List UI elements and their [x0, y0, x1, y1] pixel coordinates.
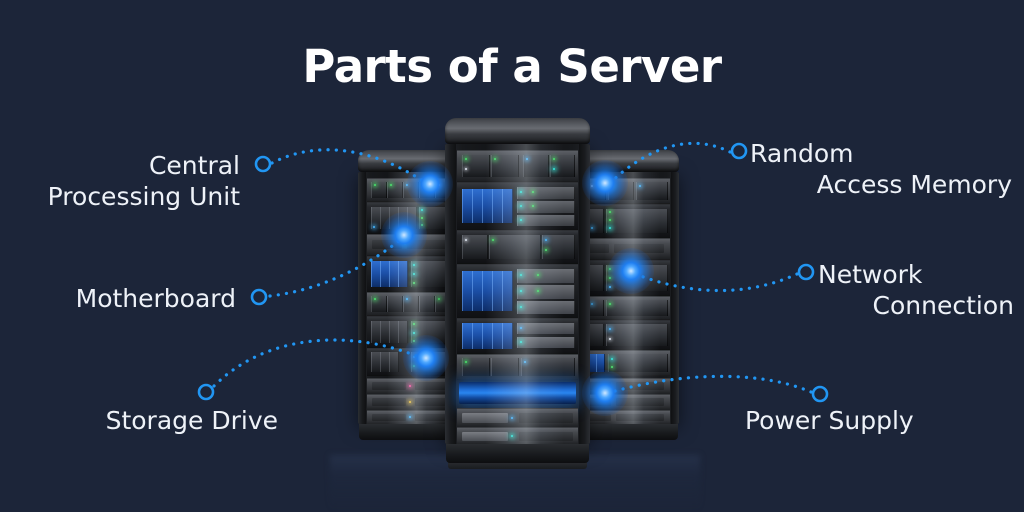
label-ram-line2: Access Memory [816, 170, 1012, 199]
label-network-line2: Connection [872, 291, 1014, 320]
motherboard-marker-icon [250, 288, 268, 306]
label-cpu-line1: Central [148, 151, 240, 180]
storage-marker-icon [197, 383, 215, 401]
label-cpu-line2: Processing Unit [47, 182, 240, 211]
label-ram-line1: Random [750, 139, 854, 168]
label-ram[interactable]: Random Access Memory [750, 138, 1024, 200]
center-rack-blue-panel [459, 382, 576, 404]
network-marker-icon [797, 263, 815, 281]
label-storage[interactable]: Storage Drive [0, 405, 278, 436]
label-power[interactable]: Power Supply [745, 405, 1024, 436]
label-motherboard-line1: Motherboard [75, 284, 236, 313]
right-rack-body [575, 172, 679, 424]
ram-marker-icon [730, 142, 748, 160]
power-marker-icon [811, 385, 829, 403]
label-storage-line1: Storage Drive [105, 406, 278, 435]
right-rack [575, 150, 679, 440]
label-cpu[interactable]: Central Processing Unit [0, 150, 240, 212]
label-motherboard[interactable]: Motherboard [0, 283, 236, 314]
center-rack-top-cap [445, 118, 590, 144]
label-power-line1: Power Supply [745, 406, 914, 435]
server-rack-illustration [330, 118, 700, 469]
page-title: Parts of a Server [302, 40, 722, 93]
label-network-line1: Network [818, 260, 923, 289]
center-rack-body [445, 144, 590, 444]
label-network[interactable]: Network Connection [818, 259, 1024, 321]
right-rack-top-cap [575, 150, 679, 172]
cpu-marker-icon [254, 155, 272, 173]
center-rack [445, 118, 590, 469]
